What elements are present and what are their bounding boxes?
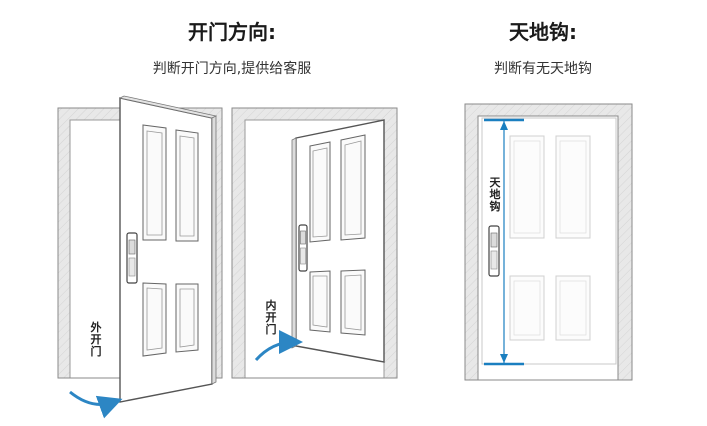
outward-arrow-icon [69,390,123,419]
hook-dimension-line [484,118,524,366]
inward-door-leaf [291,119,385,363]
hook-title: 天地钩: [509,20,577,44]
inward-open-label: 内开门 [265,299,277,336]
hook-door-leaf [481,117,617,365]
hook-label: 天地钩 [489,176,501,213]
hook-subtitle: 判断有无天地钩 [494,61,592,77]
hook-door-frame [464,103,633,381]
outward-door-leaf [118,95,218,403]
door-direction-subtitle: 判断开门方向,提供给客服 [152,61,312,77]
door-direction-title: 开门方向: [188,20,276,44]
inward-arrow-icon [254,330,303,362]
outward-open-label: 外开门 [90,321,102,358]
